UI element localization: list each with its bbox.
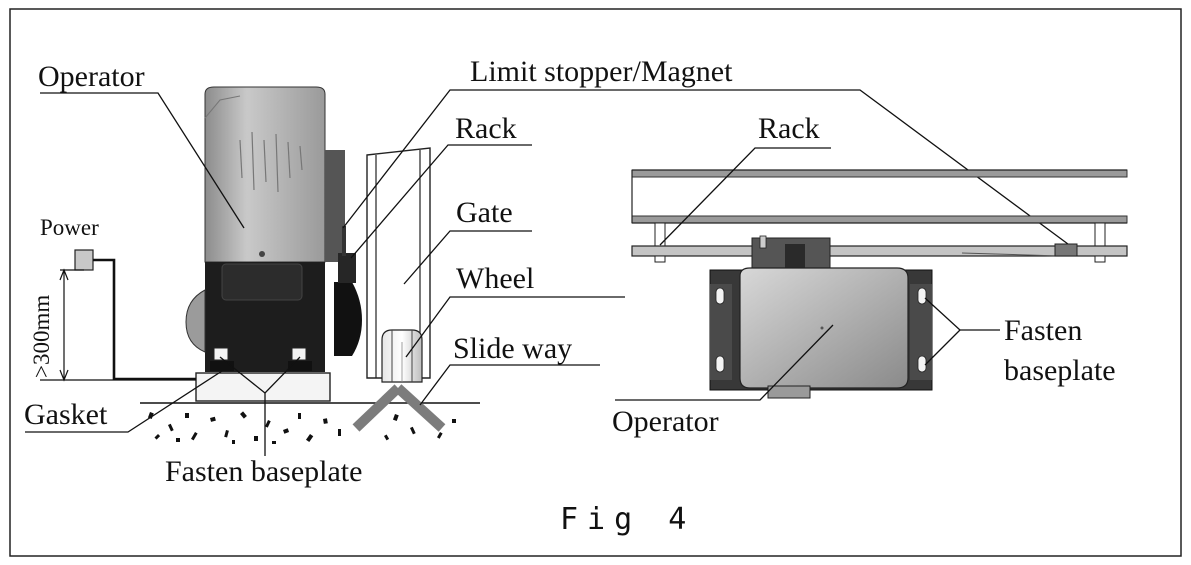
rack-beam	[631, 169, 1128, 224]
label-rack-right: Rack	[758, 112, 820, 145]
gate-wheel	[381, 329, 423, 383]
label-power: Power	[40, 215, 99, 240]
rack-strip	[631, 243, 1128, 263]
gate-leaf	[366, 147, 431, 379]
leader-wheel	[405, 296, 625, 358]
label-fasten-right-line2: baseplate	[1004, 354, 1116, 387]
leader-slide-way	[419, 364, 600, 406]
leader-gate	[403, 230, 532, 285]
slide-way-rail	[352, 384, 446, 432]
label-rack-left: Rack	[455, 112, 517, 145]
rack-connector	[654, 222, 666, 248]
label-gate: Gate	[456, 196, 513, 229]
power-box	[74, 249, 94, 271]
figure-border	[9, 8, 1182, 557]
pinion-assembly	[751, 235, 831, 271]
leader-rack-right	[659, 147, 831, 246]
label-fasten-baseplate-left: Fasten baseplate	[165, 455, 362, 488]
label-wheel: Wheel	[456, 262, 534, 295]
side-view: Operator Limit stopper/Magnet Rack Gate …	[24, 55, 1073, 488]
label-height: >300mm	[29, 295, 54, 378]
gasket-plate	[195, 372, 331, 402]
label-fasten-right-line1: Fasten	[1004, 314, 1082, 347]
height-dimension	[40, 268, 196, 382]
power-cable	[93, 258, 196, 381]
operator-box	[739, 267, 909, 399]
top-view: Rack Operator Fasten baseplate	[612, 112, 1128, 438]
operator-housing	[185, 86, 362, 372]
label-gasket: Gasket	[24, 398, 108, 431]
leader-operator-left	[40, 92, 245, 229]
rack-connector	[1094, 222, 1106, 248]
label-operator-left: Operator	[38, 60, 145, 93]
label-slide-way: Slide way	[453, 332, 572, 365]
leader-rack-left	[350, 144, 532, 259]
leader-limit-stopper	[342, 89, 1073, 248]
concrete-ground	[147, 411, 456, 444]
fasten-slot	[715, 287, 927, 373]
label-operator-right: Operator	[612, 405, 719, 438]
leader-gasket	[25, 370, 223, 433]
label-limit-stopper: Limit stopper/Magnet	[470, 55, 733, 88]
limit-magnet	[1054, 243, 1078, 257]
figure-caption: Fig 4	[560, 502, 695, 537]
leader-operator-right	[615, 324, 834, 401]
